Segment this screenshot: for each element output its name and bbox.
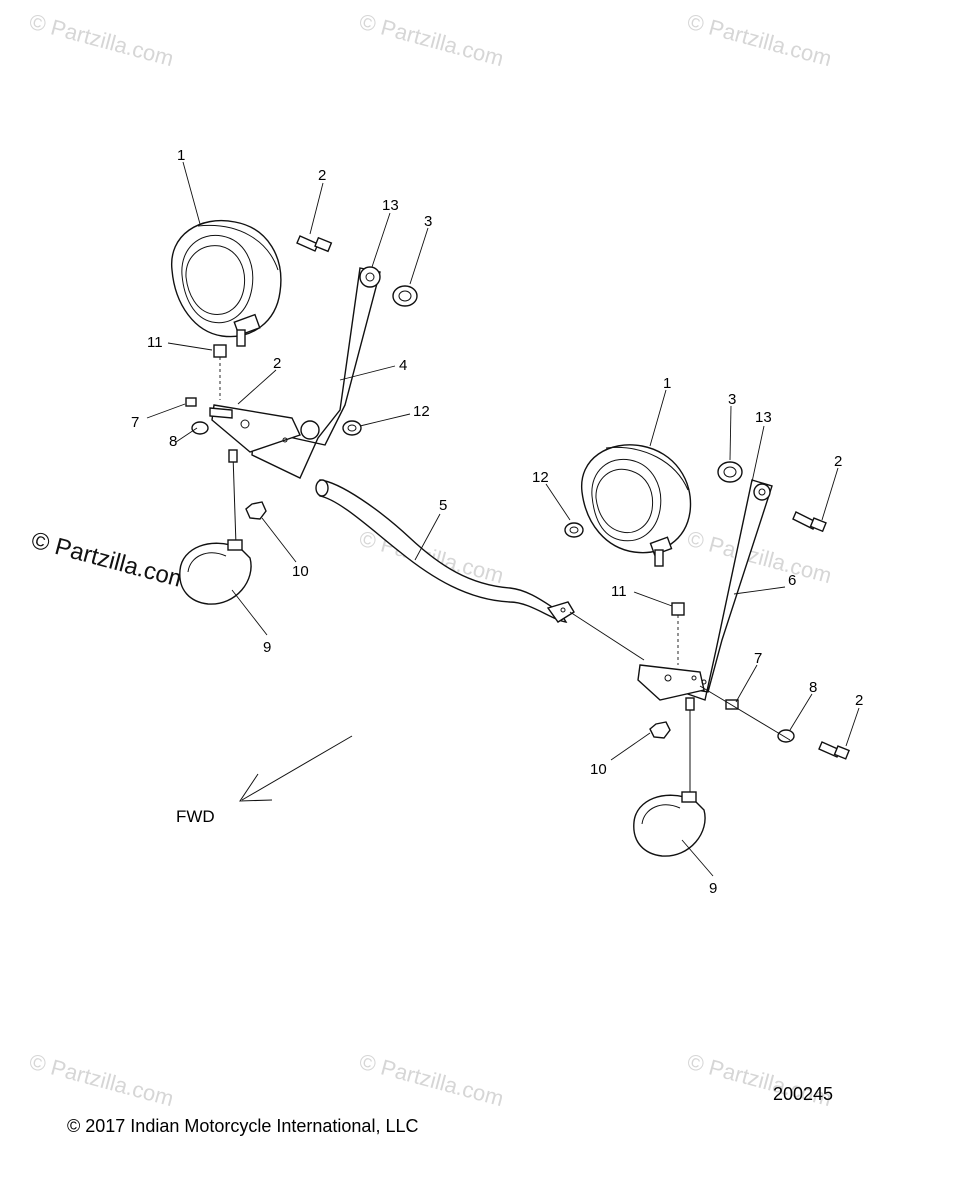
callout-7: 7 bbox=[131, 414, 139, 431]
callout-11: 11 bbox=[611, 583, 627, 600]
callout-6: 6 bbox=[788, 572, 796, 589]
forward-arrow bbox=[239, 735, 353, 802]
callout-2: 2 bbox=[834, 453, 842, 470]
headlamp-right bbox=[581, 444, 692, 567]
grommet-left bbox=[342, 420, 362, 436]
callout-13: 13 bbox=[755, 409, 772, 426]
callout-12: 12 bbox=[532, 469, 549, 486]
bolt-right-top bbox=[792, 511, 827, 533]
signal-stalk-left bbox=[228, 449, 238, 546]
bolt-left-mid bbox=[209, 407, 233, 419]
watermark: © Partzilla.com bbox=[357, 9, 507, 72]
callout-11: 11 bbox=[147, 334, 163, 351]
small-bolt-right bbox=[725, 699, 850, 760]
signal-stalk-right bbox=[685, 697, 695, 792]
callout-12: 12 bbox=[413, 403, 430, 420]
callout-4: 4 bbox=[399, 357, 407, 374]
callout-2: 2 bbox=[273, 355, 281, 372]
bolt-left-top bbox=[296, 235, 333, 253]
grommet-right bbox=[564, 522, 584, 538]
bushing-left bbox=[392, 285, 418, 307]
callout-3: 3 bbox=[728, 391, 736, 408]
headlamp-left bbox=[171, 220, 282, 347]
callout-7: 7 bbox=[754, 650, 762, 667]
watermark: © Partzilla.com bbox=[685, 9, 835, 72]
nut-right bbox=[649, 721, 671, 739]
callout-13: 13 bbox=[382, 197, 399, 214]
leader-lines bbox=[146, 161, 860, 877]
callouts: 1 2 13 3 11 2 4 7 12 8 10 9 5 1 3 13 2 1… bbox=[131, 147, 863, 897]
callout-10: 10 bbox=[292, 563, 309, 580]
fwd-label: FWD bbox=[176, 807, 215, 826]
bracket-right bbox=[637, 479, 773, 701]
callout-2: 2 bbox=[855, 692, 863, 709]
callout-3: 3 bbox=[424, 213, 432, 230]
left-assembly bbox=[171, 220, 418, 605]
callout-2: 2 bbox=[318, 167, 326, 184]
turn-signal-right bbox=[633, 791, 706, 857]
right-assembly bbox=[564, 444, 850, 857]
watermark: © Partzilla.com bbox=[27, 1049, 177, 1112]
screw-right bbox=[671, 602, 685, 665]
callout-5: 5 bbox=[439, 497, 447, 514]
crossbar bbox=[315, 479, 575, 623]
diagram-number: 200245 bbox=[773, 1084, 833, 1104]
watermark: © Partzilla.com bbox=[685, 526, 835, 589]
watermark: © Partzilla.com bbox=[27, 9, 177, 72]
turn-signal-left bbox=[179, 539, 252, 605]
callout-9: 9 bbox=[263, 639, 271, 656]
callout-10: 10 bbox=[590, 761, 607, 778]
watermark-main: © Partzilla.com bbox=[28, 527, 191, 595]
small-bolt-left bbox=[185, 397, 209, 435]
callout-1: 1 bbox=[177, 147, 185, 164]
callout-8: 8 bbox=[169, 433, 177, 450]
copyright-text: © 2017 Indian Motorcycle International, … bbox=[67, 1116, 418, 1136]
callout-1: 1 bbox=[663, 375, 671, 392]
watermark: © Partzilla.com bbox=[357, 1049, 507, 1112]
callout-8: 8 bbox=[809, 679, 817, 696]
screw-left bbox=[213, 344, 227, 400]
nut-left bbox=[245, 501, 267, 520]
bracket-left bbox=[211, 266, 381, 479]
bushing-right bbox=[717, 461, 743, 483]
callout-9: 9 bbox=[709, 880, 717, 897]
